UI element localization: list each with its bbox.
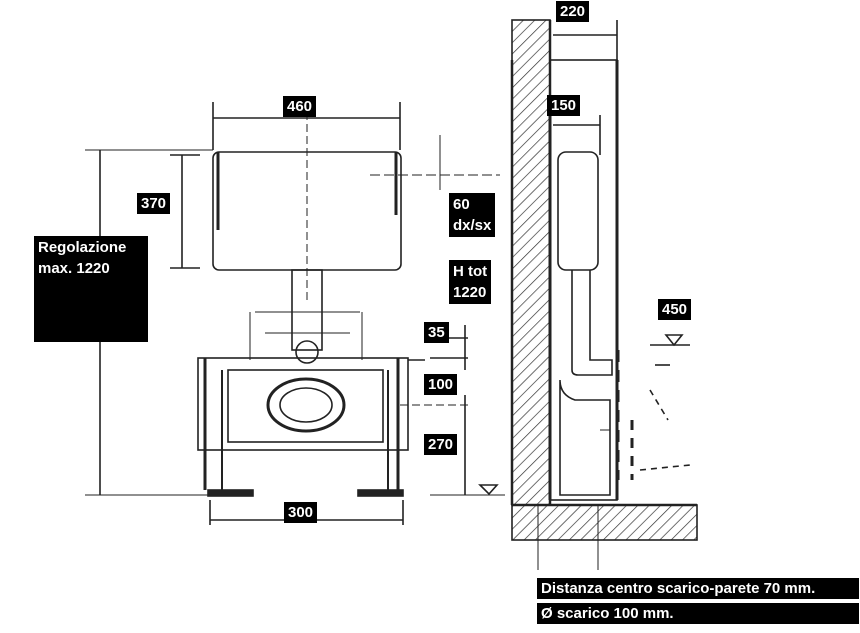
dim-offset: 60 dx/sx — [449, 193, 496, 237]
note-drain-distance: Distanza centro scarico-parete 70 mm. — [537, 578, 859, 599]
dim-pan-height: 450 — [658, 299, 692, 320]
dim-cistern-height: 370 — [137, 193, 171, 214]
side-section — [510, 19, 698, 570]
dim-frame-width: 460 — [283, 96, 317, 117]
dim-base-width: 300 — [284, 502, 318, 523]
frame-front — [197, 357, 409, 451]
dim-cistern-depth: 150 — [547, 95, 581, 116]
dim-total-height: H tot 1220 — [449, 260, 492, 304]
front-view — [85, 102, 505, 525]
dim-wall-depth: 220 — [556, 1, 590, 22]
dim-height-adjustment: Regolazione max. 1220 — [34, 236, 148, 342]
dim-floor-height: 270 — [424, 434, 458, 455]
outlet-ring — [266, 377, 346, 433]
wall-hatch — [511, 19, 551, 506]
note-drain-diameter: Ø scarico 100 mm. — [537, 603, 859, 624]
dim-anchor-height: 100 — [424, 374, 458, 395]
dim-fixing-spacing: 35 — [424, 322, 449, 343]
cistern-side — [557, 151, 599, 271]
floor-hatch — [511, 504, 698, 541]
